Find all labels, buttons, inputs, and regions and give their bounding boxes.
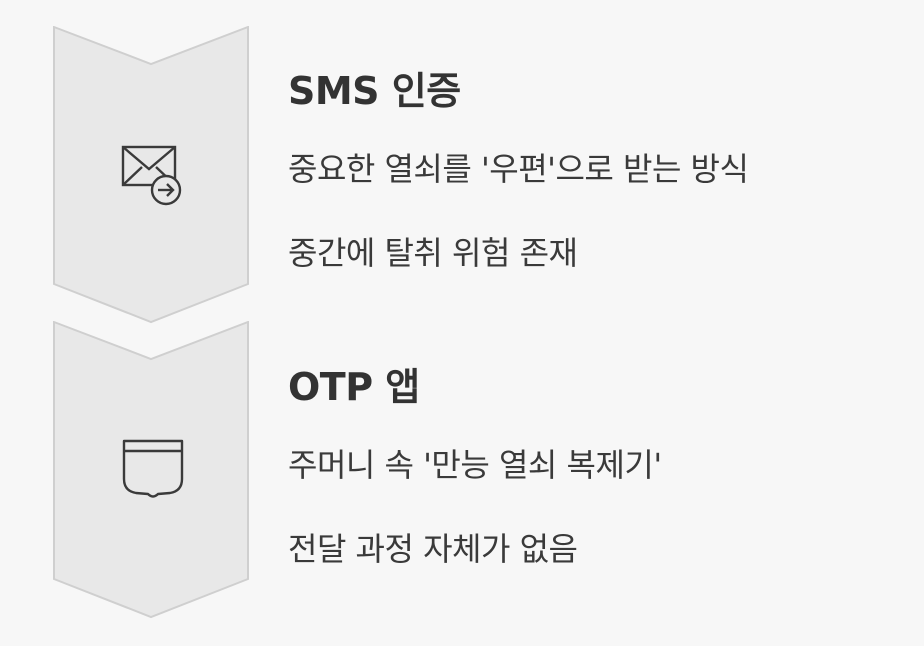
pocket-icon: [120, 435, 186, 505]
section-description-line-2: 전달 과정 자체가 없음: [288, 530, 578, 568]
section-description-line-1: 주머니 속 '만능 열쇠 복제기': [288, 446, 662, 484]
step-chevron-otp: [53, 321, 249, 621]
section-description-line-1: 중요한 열쇠를 '우편'으로 받는 방식: [288, 150, 749, 188]
section-title: OTP 앱: [288, 365, 420, 409]
chevron-shape: [53, 26, 249, 324]
sms-section: SMS 인증 중요한 열쇠를 '우편'으로 받는 방식 중간에 탈취 위험 존재: [288, 60, 908, 290]
section-title: SMS 인증: [288, 69, 461, 113]
envelope-arrow-icon: [120, 142, 186, 212]
step-chevron-sms: [53, 26, 249, 324]
chevron-shape: [53, 321, 249, 619]
otp-section: OTP 앱 주머니 속 '만능 열쇠 복제기' 전달 과정 자체가 없음: [288, 356, 908, 586]
section-description-line-2: 중간에 탈취 위험 존재: [288, 234, 578, 272]
